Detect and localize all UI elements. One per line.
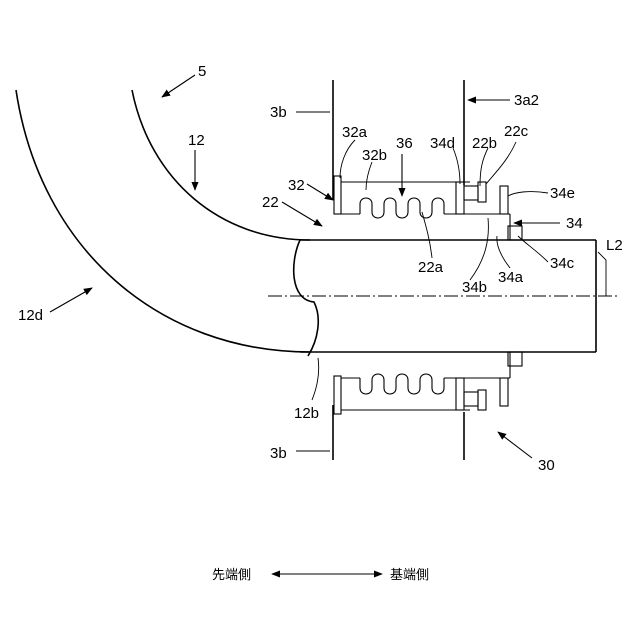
label-22: 22 <box>262 194 279 211</box>
upper-bellows <box>360 198 444 218</box>
caption-proximal-side: 基端側 <box>390 568 429 583</box>
label-5: 5 <box>198 63 206 80</box>
label-32b: 32b <box>362 147 387 164</box>
label-3b-bottom: 3b <box>270 445 287 462</box>
lower-bellows-assembly <box>334 352 522 414</box>
label-34d: 34d <box>430 135 455 152</box>
label-12: 12 <box>188 132 205 149</box>
label-34a: 34a <box>498 269 524 286</box>
direction-caption: 先端側 基端側 <box>212 568 429 583</box>
lower-bellows <box>360 374 444 394</box>
label-34c: 34c <box>550 255 575 272</box>
label-3b-top: 3b <box>270 104 287 121</box>
outer-pipe-curve <box>16 90 310 352</box>
label-36: 36 <box>396 135 413 152</box>
label-22a: 22a <box>418 259 444 276</box>
label-34: 34 <box>566 215 583 232</box>
upper-bellows-assembly <box>334 176 522 240</box>
label-30: 30 <box>538 457 555 474</box>
caption-distal-side: 先端側 <box>212 568 251 583</box>
leader-lines <box>296 112 606 451</box>
label-22b: 22b <box>472 135 497 152</box>
label-3a2: 3a2 <box>514 92 539 109</box>
reference-labels: 5 12 12d 12b 22 22a 22b 22c 30 32 32a 32… <box>18 63 623 474</box>
label-12d: 12d <box>18 307 43 324</box>
label-34b: 34b <box>462 279 487 296</box>
label-34e: 34e <box>550 185 575 202</box>
label-32: 32 <box>288 177 305 194</box>
label-l2: L2 <box>606 237 623 254</box>
label-22c: 22c <box>504 123 529 140</box>
label-32a: 32a <box>342 124 368 141</box>
label-12b: 12b <box>294 405 319 422</box>
